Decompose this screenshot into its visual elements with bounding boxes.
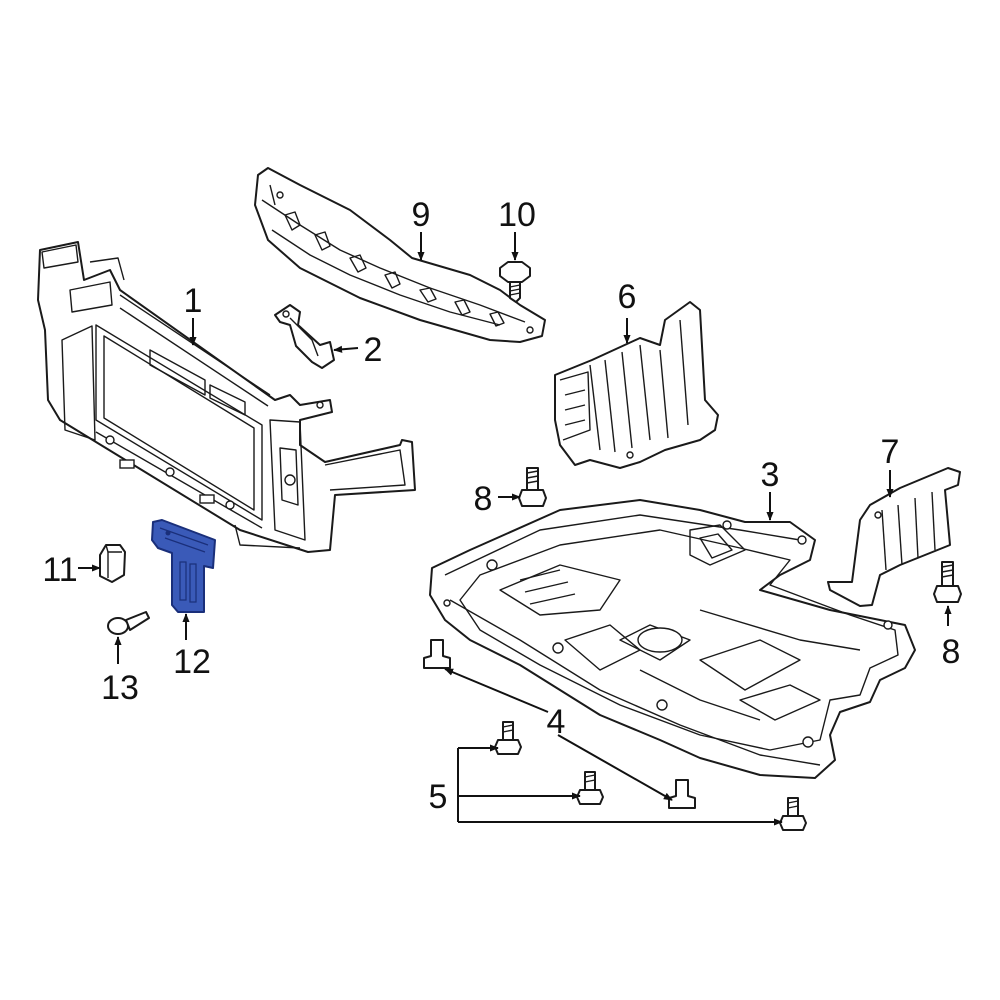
callout-12: 12 [173, 643, 211, 681]
clip-4-right[interactable] [668, 779, 696, 809]
clip-11[interactable] [99, 544, 126, 583]
bolt-5-middle[interactable] [576, 771, 604, 805]
bolt-10[interactable] [499, 261, 531, 303]
radiator-support-frame[interactable] [37, 241, 416, 553]
callout-3: 3 [761, 456, 780, 494]
callout-2: 2 [364, 331, 383, 369]
callout-6: 6 [618, 278, 637, 316]
highlighted-bracket-12[interactable] [151, 519, 216, 613]
bolt-8-right[interactable] [933, 561, 962, 603]
callout-4: 4 [547, 703, 566, 741]
splash-shield-right[interactable] [827, 467, 961, 607]
splash-shield-left[interactable] [554, 301, 719, 469]
bolt-5-bottom[interactable] [779, 797, 807, 831]
callout-labels: 1 2 3 4 5 6 7 8 8 9 10 11 12 13 [42, 196, 960, 816]
push-rivet-13[interactable] [107, 611, 150, 635]
callout-8-left: 8 [474, 480, 493, 518]
callout-13: 13 [101, 669, 139, 707]
leader-lines [78, 232, 952, 826]
callout-8-right: 8 [942, 633, 961, 671]
callout-7: 7 [881, 433, 900, 471]
lower-splash-shield[interactable] [429, 499, 916, 779]
bolt-8-left[interactable] [518, 467, 547, 507]
clip-4-left[interactable] [423, 639, 451, 669]
callout-5: 5 [429, 778, 448, 816]
callout-11: 11 [42, 551, 77, 589]
bracket[interactable] [274, 304, 335, 369]
radiator-upper-cover[interactable] [254, 167, 546, 343]
callout-1: 1 [184, 282, 203, 320]
callout-10: 10 [498, 196, 536, 234]
bolt-5-top[interactable] [494, 721, 522, 755]
callout-9: 9 [412, 196, 431, 234]
